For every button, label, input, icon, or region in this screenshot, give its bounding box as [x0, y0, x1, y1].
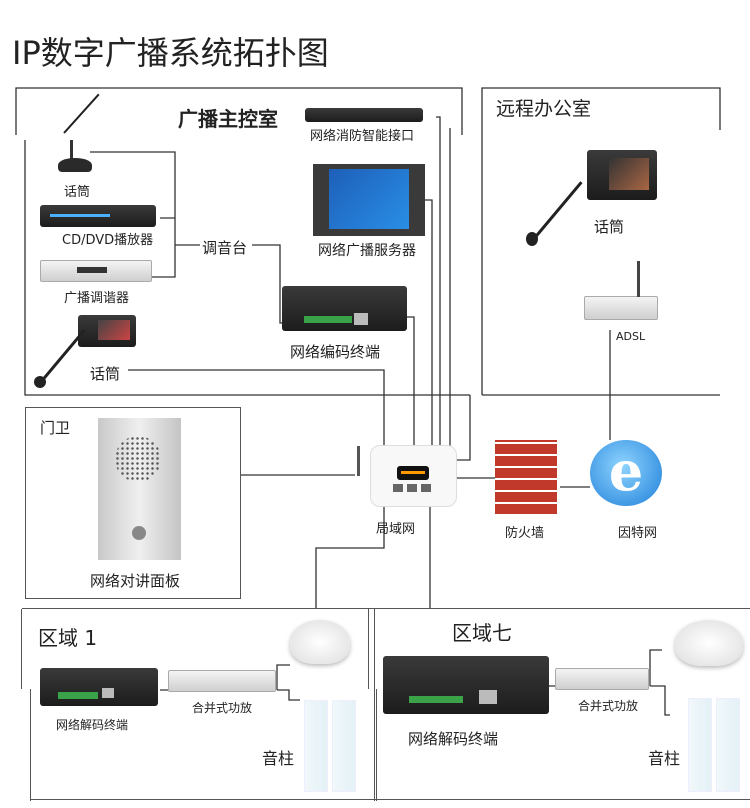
adsl-modem-icon	[584, 261, 658, 320]
encoder-icon	[282, 286, 407, 331]
zone7-title: 区域七	[452, 621, 512, 645]
dvd-label: CD/DVD播放器	[62, 233, 154, 248]
main-room-frame-top	[15, 87, 463, 135]
mic2-label: 话筒	[90, 365, 121, 383]
intercom-panel-icon	[98, 418, 181, 560]
adsl-label: ADSL	[616, 330, 646, 343]
remote-office-frame	[481, 87, 721, 395]
column-speaker-icon	[304, 700, 328, 792]
touch-mic-icon	[522, 150, 662, 250]
ceiling-speaker-icon	[675, 620, 743, 666]
gooseneck-mic-icon	[58, 92, 108, 182]
tuner-icon	[40, 260, 152, 282]
gate-title: 门卫	[40, 419, 71, 437]
zone7-amp-icon	[555, 668, 649, 690]
main-room-frame-bottom	[24, 140, 470, 396]
firewall-label: 防火墙	[505, 526, 545, 541]
remote-office-title: 远程办公室	[496, 98, 592, 120]
zone7-area	[368, 608, 750, 801]
internet-explorer-icon: e	[590, 440, 662, 506]
column-speaker-icon	[688, 698, 712, 792]
zone1-amp-icon	[168, 670, 276, 692]
ceiling-speaker-icon	[290, 620, 350, 664]
zone1-title: 区域 1	[38, 626, 98, 650]
internet-label: 因特网	[618, 526, 658, 541]
column-speaker-icon	[716, 698, 740, 792]
dvd-player-icon	[40, 205, 156, 227]
fire-interface-label: 网络消防智能接口	[310, 129, 415, 144]
intercom-panel-label: 网络对讲面板	[90, 572, 181, 590]
tuner-label: 广播调谐器	[64, 291, 130, 306]
mic1-label: 话筒	[64, 185, 91, 200]
zone1-decoder-label: 网络解码终端	[56, 718, 129, 732]
broadcast-server-icon	[313, 164, 425, 236]
zone1-amp-label: 合并式功放	[192, 701, 253, 715]
zone1-column-label: 音柱	[262, 749, 295, 768]
zone7-decoder-icon	[383, 656, 549, 714]
main-room-title: 广播主控室	[178, 107, 278, 131]
zone7-decoder-label: 网络解码终端	[408, 730, 499, 748]
gate-area	[25, 407, 241, 599]
touch-mic-icon	[30, 312, 140, 392]
column-speaker-icon	[332, 700, 356, 792]
page-title: IP数字广播系统拓扑图	[12, 34, 329, 72]
remote-mic-label: 话筒	[594, 218, 625, 236]
router-icon	[357, 445, 457, 507]
firewall-icon	[495, 440, 557, 516]
zone1-decoder-icon	[40, 668, 158, 706]
mixer-label: 调音台	[202, 239, 248, 257]
fire-interface-icon	[305, 108, 423, 122]
zone7-amp-label: 合并式功放	[578, 699, 639, 713]
zone7-column-label: 音柱	[648, 749, 681, 768]
server-label: 网络广播服务器	[318, 243, 416, 259]
lan-label: 局域网	[376, 522, 416, 537]
encoder-label: 网络编码终端	[290, 343, 381, 361]
zone1-area	[21, 608, 380, 801]
